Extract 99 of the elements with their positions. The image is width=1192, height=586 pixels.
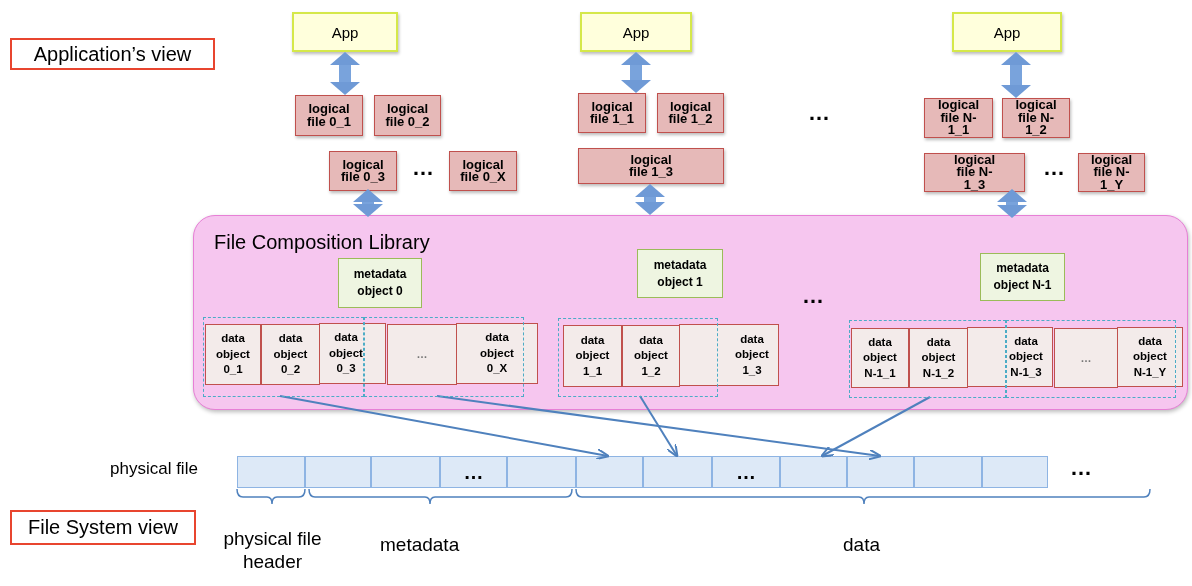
view-title-box	[10, 38, 215, 70]
metadata-object-box	[980, 253, 1065, 301]
panel-title: File Composition Library	[214, 231, 430, 254]
box-label: logical file 1_1	[588, 100, 636, 126]
box-label: logical file N-1_1	[936, 99, 981, 137]
data-object-cell	[205, 324, 261, 385]
logical-file-box	[924, 98, 993, 138]
logical-file-box	[295, 95, 363, 136]
ellipsis: …	[416, 347, 428, 362]
box-label: logical file N-1_Y	[1089, 154, 1134, 191]
box-label: logical file 1_2	[667, 100, 714, 126]
logical-file-box	[374, 95, 441, 136]
physical-file-block	[847, 456, 914, 488]
box-label: logical file 0_2	[384, 103, 431, 128]
row-label: physical file	[110, 459, 198, 479]
metadata-object-box	[637, 249, 723, 298]
app-box	[952, 12, 1062, 52]
box-label: data object 1_2	[633, 332, 669, 379]
data-object-cell	[456, 323, 538, 384]
data-object-cell	[319, 323, 386, 384]
ellipsis: …	[463, 460, 484, 484]
app-box	[292, 12, 398, 52]
double-block-arrow	[635, 184, 665, 215]
box-label: metadata object N-1	[992, 260, 1053, 294]
logical-file-box	[1078, 153, 1145, 192]
double-block-arrow	[1001, 52, 1031, 98]
double-block-arrow	[330, 52, 360, 95]
data-object-cell	[261, 324, 320, 385]
logical-file-box	[329, 151, 397, 191]
physical-file-block	[507, 456, 576, 488]
ellipsis: …	[1043, 155, 1066, 181]
physical-file-block	[643, 456, 712, 488]
app-box	[580, 12, 692, 52]
logical-file-box	[657, 93, 724, 133]
ellipsis-block	[712, 456, 780, 488]
brace-label: metadata	[380, 534, 460, 556]
physical-file-block	[305, 456, 371, 488]
box-label: logical file 0_1	[305, 103, 353, 128]
data-object-cell	[1117, 327, 1183, 387]
logical-file-box	[1002, 98, 1070, 138]
double-block-arrow	[621, 52, 651, 93]
ellipsis: …	[1080, 350, 1092, 366]
physical-file-block	[576, 456, 643, 488]
physical-file-block	[780, 456, 847, 488]
logical-file-box	[578, 148, 724, 184]
logical-file-box	[924, 153, 1025, 192]
box-label: logical file 1_3	[627, 153, 675, 179]
arrow	[279, 395, 610, 460]
box-label: data object N-1_2	[920, 334, 957, 381]
view-title-box	[10, 510, 196, 545]
physical-file-block	[237, 456, 305, 488]
box-label: logical file 0_3	[339, 158, 387, 184]
double-block-arrow	[997, 189, 1027, 218]
data-object-cell	[967, 327, 1053, 387]
arrow	[436, 395, 882, 461]
box-label: metadata object 1	[652, 256, 708, 291]
ellipsis-block	[440, 456, 507, 488]
box-label: logical file N-1_3	[952, 154, 997, 191]
ellipsis: …	[736, 460, 756, 484]
data-object-cell	[851, 328, 909, 388]
data-object-cell	[622, 325, 680, 387]
metadata-object-box	[338, 258, 422, 308]
box-label: data object 1_1	[574, 332, 611, 379]
box-label: logical file N-1_2	[1014, 99, 1058, 137]
box-label: App	[993, 23, 1021, 41]
brace-label: data	[843, 534, 880, 556]
ellipsis: …	[412, 155, 435, 181]
brace-label: physical file header	[222, 528, 323, 574]
data-object-cell	[563, 325, 622, 387]
box-label: metadata object 0	[352, 266, 408, 300]
ellipsis-cell	[1054, 328, 1118, 388]
logical-file-box	[578, 93, 646, 133]
data-object-cell	[679, 324, 779, 386]
box-label: data object 0_X	[479, 330, 515, 377]
ellipsis: …	[808, 100, 831, 126]
box-label: App	[622, 23, 650, 41]
physical-file-block	[914, 456, 982, 488]
box-label: logical file 0_X	[459, 158, 507, 184]
box-label: Application’s view	[33, 42, 192, 66]
double-block-arrow	[353, 189, 383, 217]
physical-file-block	[982, 456, 1048, 488]
box-label: data object 1_3	[734, 331, 770, 378]
library-panel	[193, 215, 1188, 410]
box-label: data object N-1_Y	[1132, 333, 1168, 380]
dashed-group-outline	[364, 317, 524, 397]
box-label: File System view	[28, 516, 178, 539]
box-label: data object 0_3	[328, 330, 364, 377]
ellipsis: …	[1070, 455, 1093, 481]
ellipsis: …	[802, 283, 825, 309]
data-object-cell	[909, 328, 968, 388]
box-label: data object N-1_1	[862, 334, 898, 381]
box-label: data object 0_1	[215, 331, 251, 378]
logical-file-box	[449, 151, 517, 191]
box-label: App	[331, 23, 359, 41]
box-label: data object 0_2	[272, 331, 309, 378]
ellipsis-cell	[387, 324, 457, 385]
box-label: data object N-1_3	[1008, 333, 1044, 380]
physical-file-block	[371, 456, 440, 488]
dashed-group-outline	[1006, 320, 1176, 398]
